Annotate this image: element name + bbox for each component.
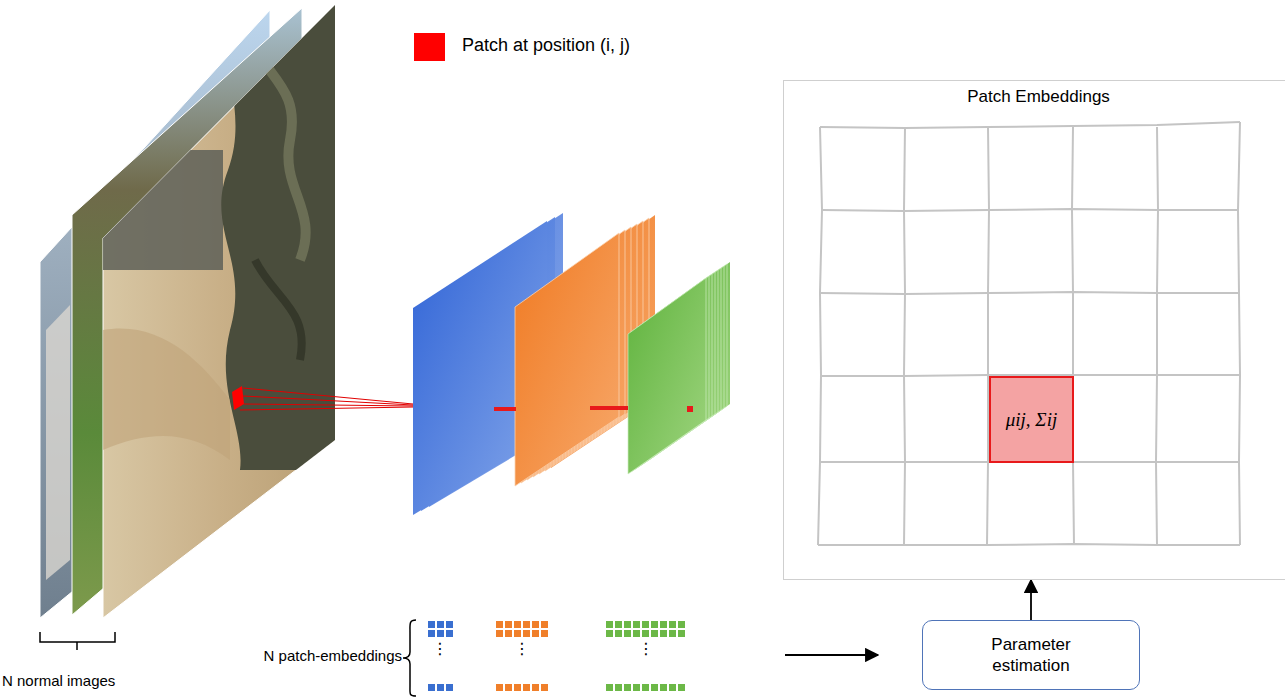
panel-box: Patch Embeddings μij, Σij <box>783 80 1285 580</box>
node-text: Patch Embeddings <box>784 87 1285 107</box>
process-box: Parameter estimation <box>922 620 1140 690</box>
bracket-label: N normal images <box>2 672 162 689</box>
node-text: μij, Σij <box>1006 409 1057 431</box>
ellipsis: ⋮ <box>636 641 656 657</box>
bracket-label: N patch-embeddings <box>196 647 402 664</box>
ellipsis: ⋮ <box>430 641 450 657</box>
ellipsis: ⋮ <box>512 641 532 657</box>
legend-swatch <box>414 33 445 61</box>
connector-arrow <box>1030 580 1032 620</box>
legend-text: Patch at position (i, j) <box>462 35 630 56</box>
node-text: Parameter estimation <box>976 634 1086 677</box>
highlighted-cell: μij, Σij <box>989 376 1074 463</box>
